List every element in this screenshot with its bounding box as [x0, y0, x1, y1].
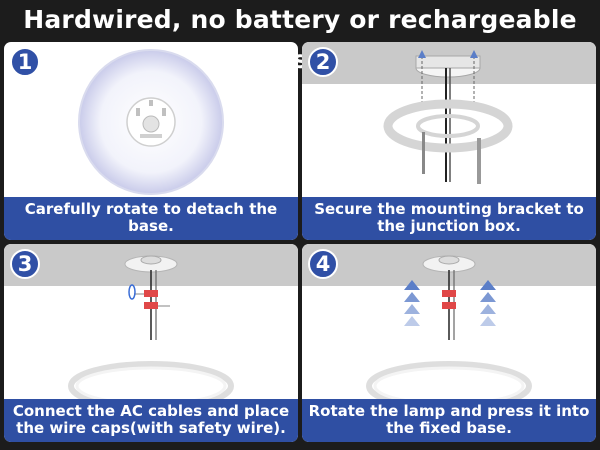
step-number-badge: 1	[10, 47, 40, 77]
step-number-badge: 3	[10, 249, 40, 279]
step-caption: Connect the AC cables and place the wire…	[4, 399, 298, 442]
step-3-panel: 3 Connect the AC cables and place the wi…	[4, 244, 298, 442]
step-1-panel: 1 Carefully rotate to detach the base.	[4, 42, 298, 240]
step-caption: Carefully rotate to detach the base.	[4, 197, 298, 240]
step-2-panel: 2 Secure the mounting bracket to the jun…	[302, 42, 596, 240]
mounting-bracket-illustration	[383, 50, 513, 184]
arrow-up-icon	[480, 280, 496, 326]
page-title: Hardwired, no battery or rechargeable us…	[23, 5, 577, 74]
wire-connection-illustration	[68, 255, 234, 411]
step-caption: Rotate the lamp and press it into the fi…	[302, 399, 596, 442]
step-4-panel: 4 Rotate the lamp and press it into the …	[302, 244, 596, 442]
step-number-badge: 4	[308, 249, 338, 279]
step-number-badge: 2	[308, 47, 338, 77]
lamp-disc-illustration	[78, 49, 224, 195]
arrow-up-icon	[404, 280, 420, 326]
step-caption: Secure the mounting bracket to the junct…	[302, 197, 596, 240]
